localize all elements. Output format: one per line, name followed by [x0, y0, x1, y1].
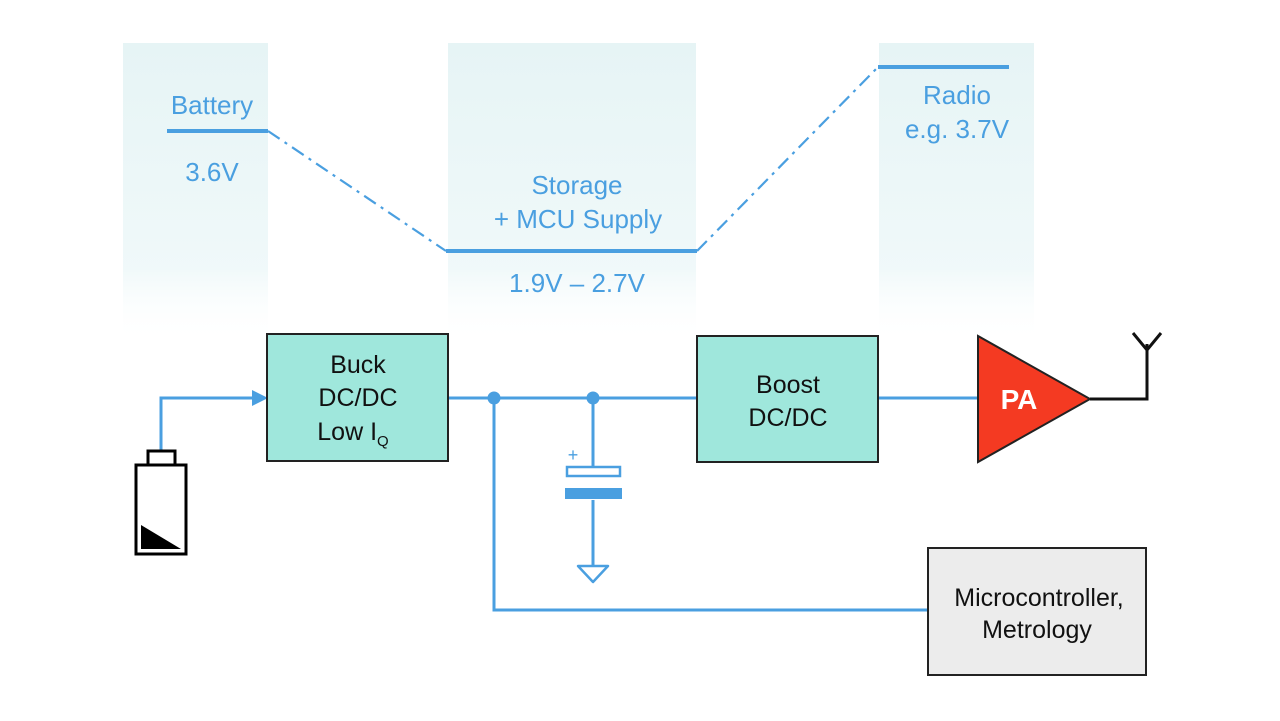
battery-voltage-label: 3.6V [185, 157, 239, 187]
arrow-head-icon [252, 390, 268, 406]
junction-dot [586, 391, 600, 405]
buck-low-iq-label: Low IQ [317, 418, 388, 450]
boost-dcdc-label: DC/DC [748, 404, 827, 432]
buck-iq-subscript: Q [377, 433, 389, 450]
radio-level-label: Radio [923, 80, 991, 110]
radio-band [879, 43, 1034, 343]
storage-band [448, 43, 696, 343]
mcu-supply-wire [492, 398, 928, 612]
battery-level-label: Battery [171, 90, 253, 120]
buck-converter-block [266, 333, 449, 462]
battery-icon [134, 449, 188, 556]
storage-to-radio-transition [696, 66, 879, 252]
ground-icon [576, 564, 610, 584]
capacitor-polarity-label: + [568, 445, 579, 465]
storage-voltage-label: 1.9V – 2.7V [509, 268, 646, 298]
junction-dot [487, 391, 501, 405]
buck-dcdc-label: DC/DC [318, 384, 397, 412]
pa-label: PA [1001, 384, 1038, 415]
antenna-icon [1090, 332, 1163, 401]
mcu-metrology-label: Metrology [982, 616, 1092, 644]
boost-converter-block [696, 335, 879, 463]
pa-amplifier-block [977, 334, 1093, 464]
battery-band [123, 43, 268, 343]
buck-label: Buck [330, 351, 386, 379]
radio-voltage-label: e.g. 3.7V [905, 114, 1010, 144]
mcu-label: Microcontroller, [954, 584, 1124, 612]
capacitor-icon [565, 465, 622, 499]
microcontroller-block [927, 547, 1147, 676]
battery-to-buck-wire [159, 396, 258, 450]
battery-to-storage-transition [267, 130, 447, 252]
storage-level-label-2: + MCU Supply [494, 204, 662, 234]
storage-level-label: Storage [531, 170, 622, 200]
boost-label: Boost [756, 371, 820, 399]
